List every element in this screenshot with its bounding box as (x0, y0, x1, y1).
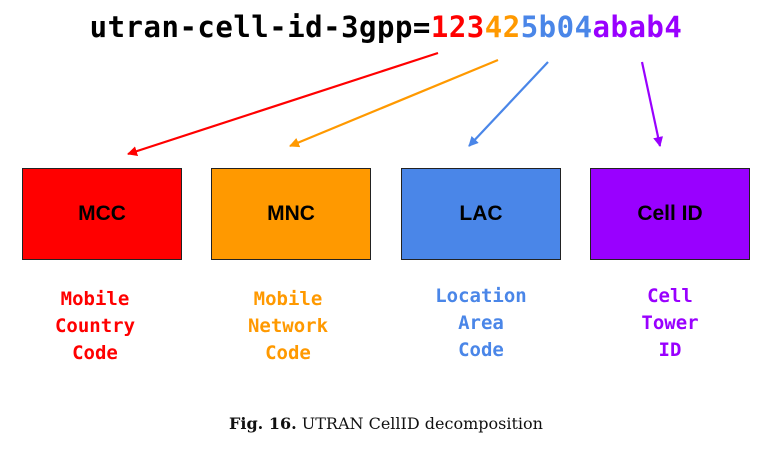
figure-caption-label: Fig. 16. (229, 414, 297, 433)
mnc-description-line: Mobile (253, 288, 323, 310)
cellid-box-label: Cell ID (637, 202, 703, 225)
mcc-description: Mobile Country Code (0, 286, 195, 367)
cellid-description-line: Tower (641, 312, 699, 334)
figure-caption-text: UTRAN CellID decomposition (301, 414, 543, 433)
mcc-description-line: Mobile (60, 288, 130, 310)
mcc-description-line: Code (72, 342, 118, 364)
figure-caption: Fig. 16. UTRAN CellID decomposition (0, 414, 772, 433)
segment-cellid-digits: abab4 (592, 10, 683, 44)
arrow-cellid (640, 61, 664, 147)
mnc-box: MNC (211, 168, 371, 260)
lac-box: LAC (401, 168, 561, 260)
utran-cell-id-string: utran-cell-id-3gpp=123425b04abab4 (0, 10, 772, 44)
segment-lac-digits: 5b04 (520, 10, 593, 44)
mnc-description-line: Network (247, 315, 329, 337)
cellid-description-line: ID (658, 339, 682, 361)
lac-box-label: LAC (459, 202, 503, 225)
cellid-description-line: Cell (647, 285, 693, 307)
mnc-description-line: Code (265, 342, 311, 364)
segment-mnc-digits: 42 (484, 10, 521, 44)
identifier-prefix: utran-cell-id-3gpp= (89, 10, 431, 44)
arrow-lac (468, 61, 549, 147)
segment-mcc-digits: 123 (430, 10, 485, 44)
lac-description-line: Area (458, 312, 504, 334)
mcc-description-line: Country (54, 315, 136, 337)
lac-description-line: Code (458, 339, 504, 361)
arrow-mcc (127, 51, 439, 156)
lac-description-line: Location (435, 285, 527, 307)
mnc-box-label: MNC (267, 202, 315, 225)
mcc-box: MCC (22, 168, 182, 260)
mcc-box-label: MCC (78, 202, 126, 225)
lac-description: Location Area Code (381, 283, 581, 364)
mnc-description: Mobile Network Code (188, 286, 388, 367)
arrow-mnc (289, 58, 499, 148)
cellid-box: Cell ID (590, 168, 750, 260)
cellid-description: Cell Tower ID (570, 283, 770, 364)
